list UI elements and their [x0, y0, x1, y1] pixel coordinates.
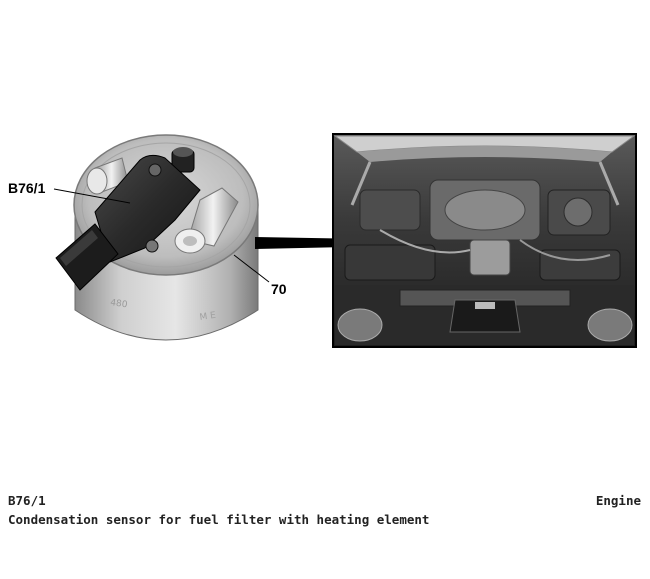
- component-code: B76/1: [8, 493, 46, 508]
- fuel-filter-drawing: 480 M E: [55, 134, 259, 341]
- technical-figure: 480 M E: [8, 133, 637, 348]
- svg-text:480: 480: [110, 298, 129, 310]
- figure-illustration: 480 M E: [53, 133, 637, 348]
- component-location: Engine: [595, 493, 641, 508]
- callout-filter-label: 70: [271, 281, 287, 297]
- callout-sensor-label: B76/1: [8, 180, 46, 196]
- component-description: Condensation sensor for fuel filter with…: [8, 512, 430, 527]
- callout-leader-filter: [233, 254, 270, 283]
- caption-block: B76/1 Condensation sensor for fuel filte…: [8, 491, 429, 529]
- callout-leader-sensor: [53, 188, 131, 204]
- engine-bay-photo: [332, 133, 637, 348]
- svg-text:M E: M E: [199, 311, 217, 323]
